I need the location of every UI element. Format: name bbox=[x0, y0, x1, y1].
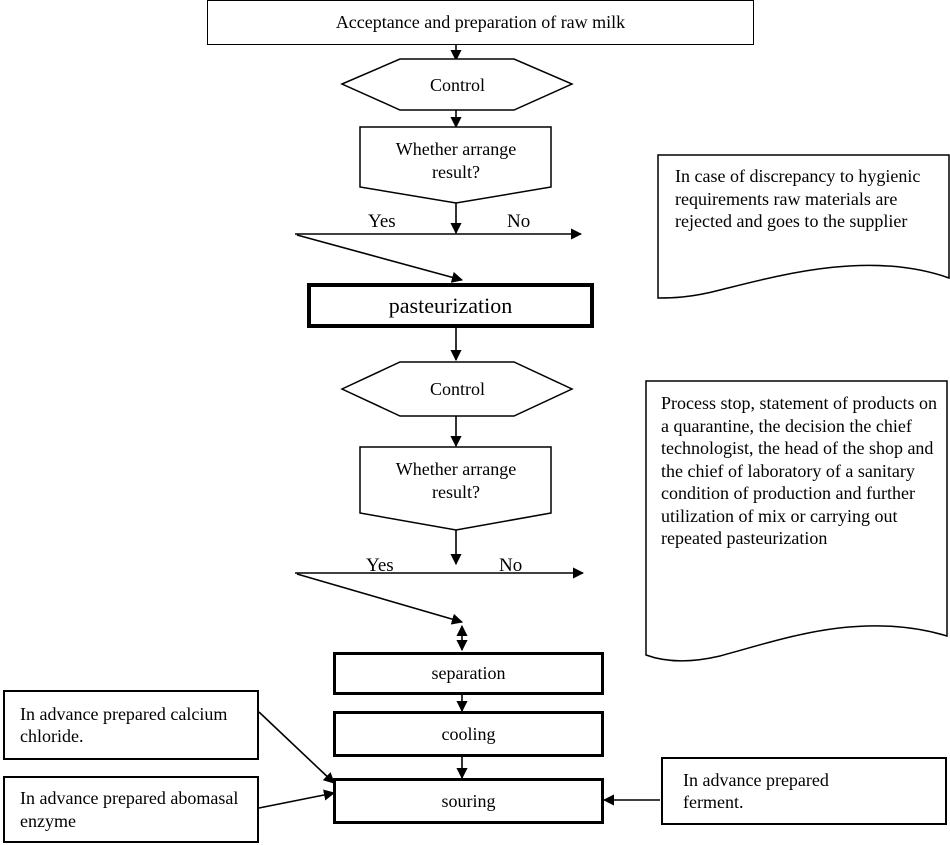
souring-label: souring bbox=[441, 790, 496, 811]
yes-label-1: Yes bbox=[368, 211, 396, 232]
calcium-chloride-box: In advance prepared calcium chloride. bbox=[3, 690, 259, 760]
separation-label: separation bbox=[431, 663, 506, 684]
cooling-label: cooling bbox=[441, 723, 496, 744]
calcium-chloride-label: In advance prepared calcium chloride. bbox=[20, 703, 228, 747]
decision-2-label: Whether arrange result? bbox=[395, 459, 517, 502]
arrow-yes-separation bbox=[296, 573, 464, 625]
ferment-label: In advance prepared ferment. bbox=[683, 769, 829, 813]
yes-label-2: Yes bbox=[366, 555, 394, 576]
control-2-label: Control bbox=[429, 379, 485, 399]
stop-note-text: Process stop, statement of products on a… bbox=[661, 393, 937, 548]
no-label-2: No bbox=[499, 555, 523, 576]
separation-box: separation bbox=[333, 652, 604, 695]
arrow-enzyme-souring bbox=[258, 789, 336, 809]
decision-1-label: Whether arrange result? bbox=[395, 139, 517, 182]
pasteurization-box: pasteurization bbox=[307, 283, 594, 328]
acceptance-box: Acceptance and preparation of raw milk bbox=[207, 0, 754, 45]
acceptance-label: Acceptance and preparation of raw milk bbox=[335, 12, 626, 33]
no-label-1: No bbox=[507, 211, 531, 232]
reject-note-text: In case of discrepancy to hygienic requi… bbox=[675, 166, 921, 231]
cooling-box: cooling bbox=[333, 711, 604, 757]
ferment-box: In advance prepared ferment. bbox=[661, 757, 947, 825]
abomasal-enzyme-label: In advance prepared abomasal enzyme bbox=[20, 788, 239, 831]
souring-box: souring bbox=[333, 778, 604, 824]
control-1-label: Control bbox=[429, 75, 485, 95]
arrow-yes-pasteurization bbox=[296, 234, 464, 283]
arrow-calcium-souring bbox=[258, 711, 335, 784]
abomasal-enzyme-box: In advance prepared abomasal enzyme bbox=[3, 776, 259, 843]
pasteurization-label: pasteurization bbox=[388, 292, 513, 318]
